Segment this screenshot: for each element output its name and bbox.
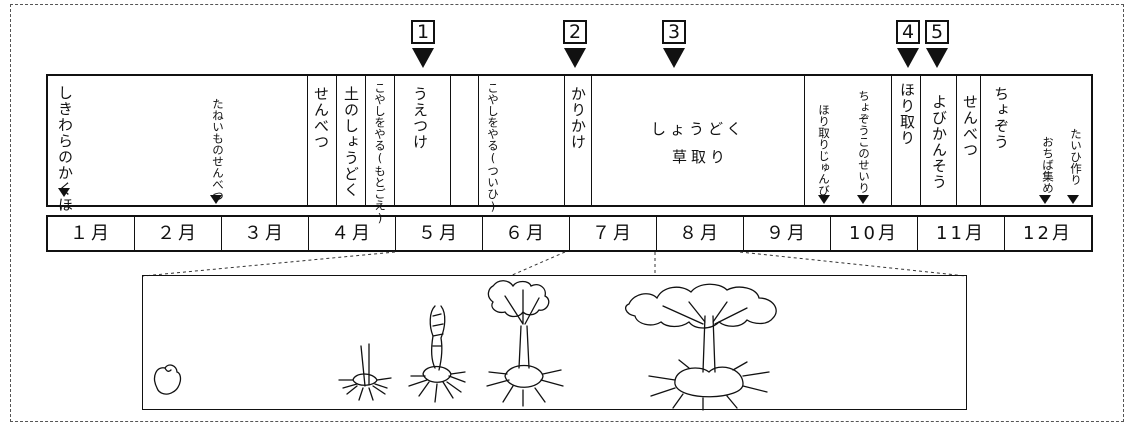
task-senbetsu-1: せんべつ bbox=[312, 86, 330, 150]
task-uetsuke: うえつけ bbox=[411, 86, 429, 150]
task-horitori-junbi: ほり取りじゅんび bbox=[817, 104, 831, 196]
divider bbox=[591, 76, 592, 205]
marker-1-arrow-icon bbox=[412, 48, 434, 68]
divider bbox=[365, 76, 366, 205]
task-shikiwara: しきわらのかくほ bbox=[56, 85, 74, 213]
task-arrow-icon bbox=[857, 195, 869, 204]
task-band: しきわらのかくほ たねいものせんべつ せんべつ 土のしょうどく こやしをやる(も… bbox=[46, 74, 1093, 225]
guide-line bbox=[142, 251, 396, 277]
month-cell: １月 bbox=[48, 217, 135, 250]
month-cell: ４月 bbox=[309, 217, 396, 250]
divider bbox=[450, 76, 451, 205]
divider bbox=[980, 76, 981, 205]
task-karikake: かりかけ bbox=[569, 86, 587, 150]
task-arrow-icon bbox=[1067, 195, 1079, 204]
marker-1: 1 bbox=[411, 20, 435, 44]
task-horitori: ほり取り bbox=[898, 82, 916, 146]
guide-line bbox=[739, 251, 967, 277]
month-cell: ３月 bbox=[222, 217, 309, 250]
task-tsuchi-shodoku: 土のしょうどく bbox=[342, 86, 360, 198]
divider bbox=[478, 76, 479, 205]
divider bbox=[394, 76, 395, 205]
month-row: １月 ２月 ３月 ４月 ５月 ６月 ７月 ８月 ９月 10月 11月 12月 bbox=[46, 215, 1093, 252]
task-chozoko-seiri: ちょぞうこのせいり bbox=[857, 90, 871, 194]
marker-3-arrow-icon bbox=[663, 48, 685, 68]
marker-2: 2 bbox=[563, 20, 587, 44]
month-cell: ８月 bbox=[657, 217, 744, 250]
divider bbox=[307, 76, 308, 205]
marker-5-arrow-icon bbox=[926, 48, 948, 68]
month-cell: 10月 bbox=[831, 217, 918, 250]
diagram-frame bbox=[10, 4, 1124, 422]
task-chozo: ちょぞう bbox=[992, 86, 1010, 150]
task-koyashi-tsuihi: こやしをやる(ついひ) bbox=[486, 82, 500, 214]
marker-3: 3 bbox=[662, 20, 686, 44]
month-cell: ５月 bbox=[396, 217, 483, 250]
marker-2-arrow-icon bbox=[564, 48, 586, 68]
growth-stages-panel bbox=[142, 275, 967, 411]
divider bbox=[804, 76, 805, 205]
divider bbox=[920, 76, 921, 205]
divider bbox=[891, 76, 892, 205]
marker-4: 4 bbox=[896, 20, 920, 44]
month-cell: ９月 bbox=[744, 217, 831, 250]
task-arrow-icon bbox=[210, 195, 222, 204]
growth-illustration bbox=[153, 280, 777, 411]
task-taneimo-sort: たねいものせんべつ bbox=[211, 98, 225, 202]
task-arrow-icon bbox=[1039, 195, 1051, 204]
marker-4-arrow-icon bbox=[897, 48, 919, 68]
marker-5: 5 bbox=[925, 20, 949, 44]
month-cell: ６月 bbox=[483, 217, 570, 250]
seed-potato-icon bbox=[153, 364, 182, 395]
guide-line bbox=[509, 251, 566, 277]
task-shodoku: しょうどく bbox=[651, 120, 746, 138]
task-taihi: たいひ作り bbox=[1069, 128, 1083, 186]
month-cell: 12月 bbox=[1023, 223, 1073, 244]
shoot-stage-icon bbox=[408, 305, 466, 403]
task-yobikanso: よびかんそう bbox=[930, 94, 948, 190]
divider bbox=[336, 76, 337, 205]
month-cell: ７月 bbox=[570, 217, 657, 250]
task-arrow-icon bbox=[818, 195, 830, 204]
month-cell: ２月 bbox=[135, 217, 222, 250]
month-cell: 11月 bbox=[918, 217, 1005, 250]
task-senbetsu-2: せんべつ bbox=[961, 94, 979, 158]
task-koyashi-motogoe: こやしをやる(もとごえ) bbox=[373, 82, 387, 225]
task-ochiba: おちば集め bbox=[1041, 136, 1055, 194]
task-arrow-icon bbox=[58, 188, 70, 197]
leafy-plant-icon bbox=[486, 280, 564, 407]
divider bbox=[956, 76, 957, 205]
task-kusatori: 草取り bbox=[672, 148, 730, 166]
mature-plant-icon bbox=[624, 283, 777, 411]
sprout-stage-icon bbox=[338, 343, 392, 401]
divider bbox=[564, 76, 565, 205]
